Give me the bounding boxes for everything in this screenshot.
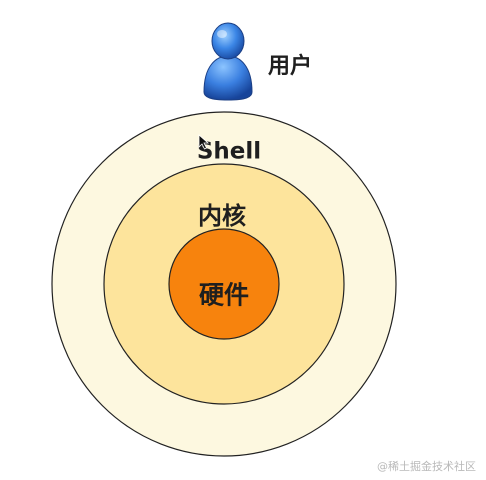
kernel-label: 内核	[198, 202, 246, 230]
user-label: 用户	[268, 54, 313, 79]
hardware-label: 硬件	[198, 280, 250, 310]
hardware-ring	[168, 228, 280, 340]
shell-label: Shell	[196, 138, 262, 165]
mouse-cursor-icon	[198, 134, 210, 150]
user-icon	[203, 22, 253, 101]
watermark: @稀土掘金技术社区	[377, 460, 476, 473]
